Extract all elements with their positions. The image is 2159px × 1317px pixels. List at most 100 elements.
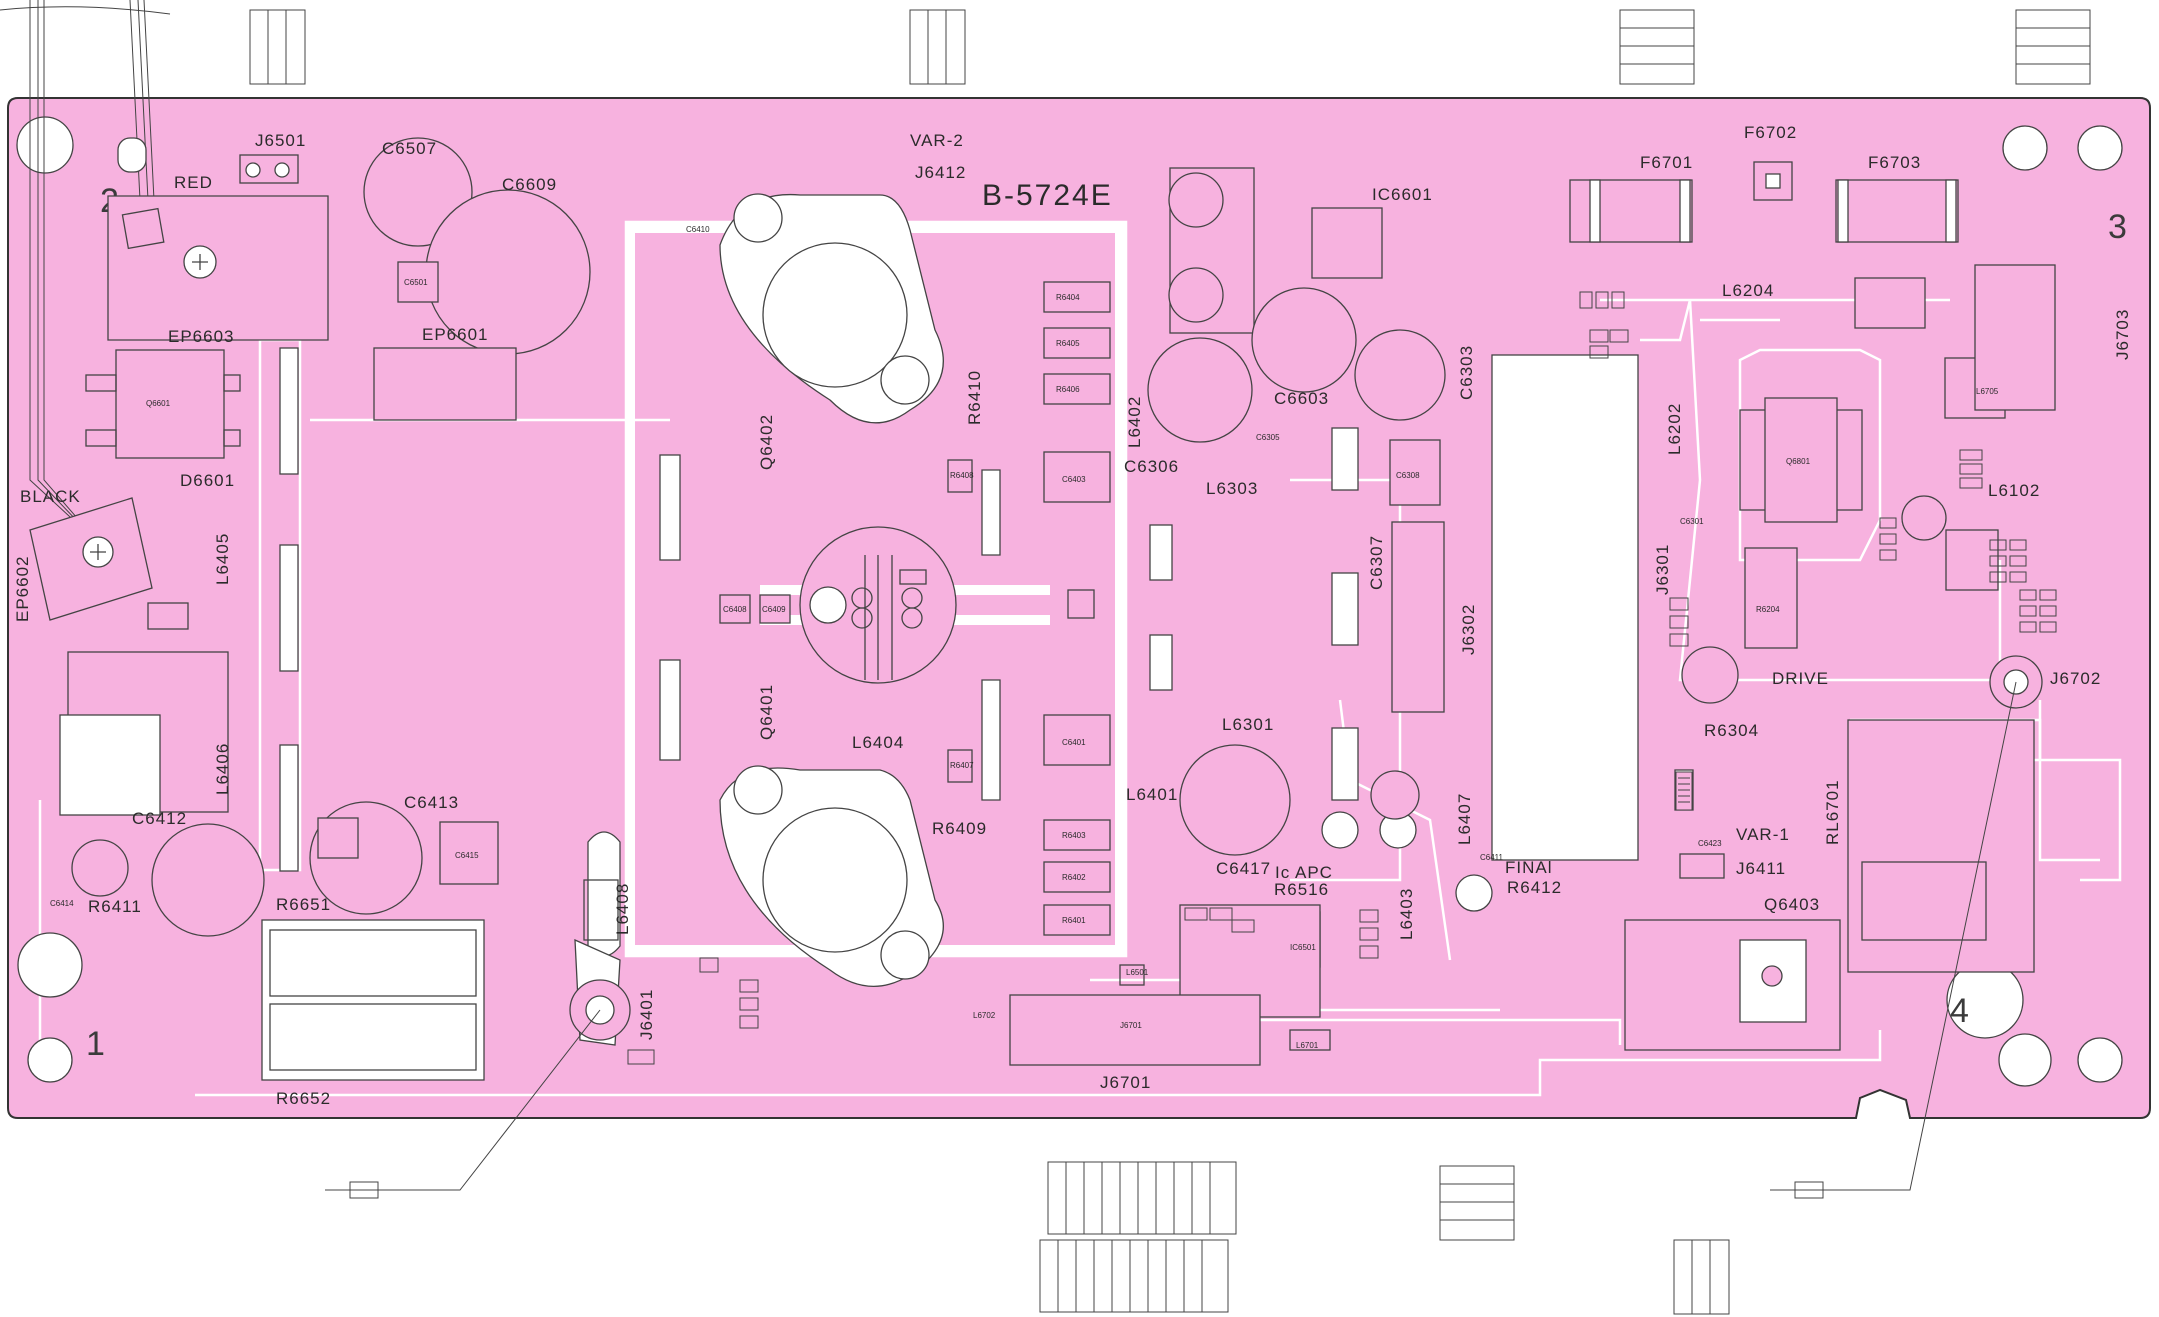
label-j6412: J6412 [915,163,966,182]
l6408-j6401 [569,831,631,1046]
slabel-r6406: R6406 [1056,385,1080,394]
fuses [1569,161,1959,243]
label-j6701: J6701 [1100,1073,1151,1092]
label-r6409: R6409 [932,819,987,838]
component-labels: J6501 C6507 C6609 J6412 IC6601 F6702 F67… [13,123,2132,1108]
label-q6401: Q6401 [757,684,776,740]
slabel-c6308: C6308 [1396,471,1420,480]
var2-label: VAR-2 [910,131,964,150]
q6402-transistor [719,193,944,424]
label-l6102: L6102 [1988,481,2040,500]
label-c6306: C6306 [1124,457,1179,476]
slabel-c6305: C6305 [1256,433,1280,442]
label-f6703: F6703 [1868,153,1921,172]
label-j6703: J6703 [2113,309,2132,360]
slabel-l6701: L6701 [1296,1041,1319,1050]
slabel-c6403: C6403 [1062,475,1086,484]
label-r6651: R6651 [276,895,331,914]
final-label: FINAl [1505,858,1553,877]
corner-number-4: 4 [1950,992,1969,1030]
label-c6417: C6417 [1216,859,1271,878]
label-j6302: J6302 [1459,604,1478,655]
slabel-l6705: L6705 [1976,387,1999,396]
label-l6405: L6405 [213,533,232,585]
red-wire-label: RED [174,173,213,192]
label-l6407: L6407 [1455,793,1474,845]
label-j6401: J6401 [637,989,656,1040]
label-rl6701: RL6701 [1823,779,1842,845]
label-f6701: F6701 [1640,153,1693,172]
rf-traces [659,281,1173,936]
label-l6404: L6404 [852,733,904,752]
slabel-r6403: R6403 [1062,831,1086,840]
label-r6411: R6411 [88,897,142,916]
small-footprint-labels: R6404 R6405 R6406 C6403 R6408 C6401 R640… [50,225,1999,1050]
label-ic6601: IC6601 [1372,185,1433,204]
slabel-c6501: C6501 [404,278,428,287]
label-r6304: R6304 [1704,721,1759,740]
slabel-c6423: C6423 [1698,839,1722,848]
slabel-c6410: C6410 [686,225,710,234]
hatch-block [1675,771,1693,811]
red-terminal [107,137,329,341]
label-l6402: L6402 [1125,396,1144,448]
label-j6702: J6702 [2050,669,2101,688]
label-l6406: L6406 [213,743,232,795]
label-l6401: L6401 [1126,785,1178,804]
slabel-ic6501: IC6501 [1290,943,1316,952]
leader-wires [325,681,2017,1199]
slabel-c6415: C6415 [455,851,479,860]
label-l6408: L6408 [613,883,632,935]
ic-apc-label: Ic APC [1275,863,1333,882]
l6404-coil [799,526,957,684]
top-connector-flags [249,9,2091,85]
label-c6307: C6307 [1367,535,1386,590]
label-q6403: Q6403 [1764,895,1820,914]
slabel-q6801: Q6801 [1786,457,1811,466]
label-ep6602: EP6602 [13,556,32,623]
label-j6501: J6501 [255,131,306,150]
q6401-transistor [719,765,944,987]
slabel-r6404: R6404 [1056,293,1080,302]
label-ep6601: EP6601 [422,325,489,344]
label-r6410: R6410 [965,370,984,425]
slabel-q6601: Q6601 [146,399,171,408]
slabel-c6409: C6409 [762,605,786,614]
slabel-r6204: R6204 [1756,605,1780,614]
label-c6507: C6507 [382,139,437,158]
label-j6411: J6411 [1736,859,1786,878]
left-components [59,137,591,1081]
label-c6303: C6303 [1457,345,1476,400]
board-title: B-5724E [982,179,1113,212]
label-q6402: Q6402 [757,414,776,470]
mounting-holes [16,116,2123,1087]
label-l6301: L6301 [1222,715,1274,734]
label-r6652: R6652 [276,1089,331,1108]
slabel-c6414: C6414 [50,899,74,908]
slabel-r6402: R6402 [1062,873,1086,882]
slabel-j6701: J6701 [1120,1021,1142,1030]
label-ep6603: EP6603 [168,327,235,346]
label-c6412: C6412 [132,809,187,828]
slabel-c6411: C6411 [1480,853,1504,862]
label-l6303: L6303 [1206,479,1258,498]
black-wire-label: BLACK [20,487,81,506]
var1-label: VAR-1 [1736,825,1790,844]
slabel-c6301: C6301 [1680,517,1704,526]
smd-pad-cluster [627,291,2057,1065]
label-l6204: L6204 [1722,281,1774,300]
slabel-c6401: C6401 [1062,738,1086,747]
corner-number-3: 3 [2108,208,2127,246]
slabel-c6408: C6408 [723,605,747,614]
label-c6413: C6413 [404,793,459,812]
slabel-r6405: R6405 [1056,339,1080,348]
bottom-connector-flags [1039,1161,1730,1315]
label-c6609: C6609 [502,175,557,194]
slabel-r6401: R6401 [1062,916,1086,925]
upper-middle-components [1147,167,1639,912]
right-components [1624,264,2056,1051]
label-l6403: L6403 [1397,888,1416,940]
label-d6601: D6601 [180,471,235,490]
label-f6702: F6702 [1744,123,1797,142]
